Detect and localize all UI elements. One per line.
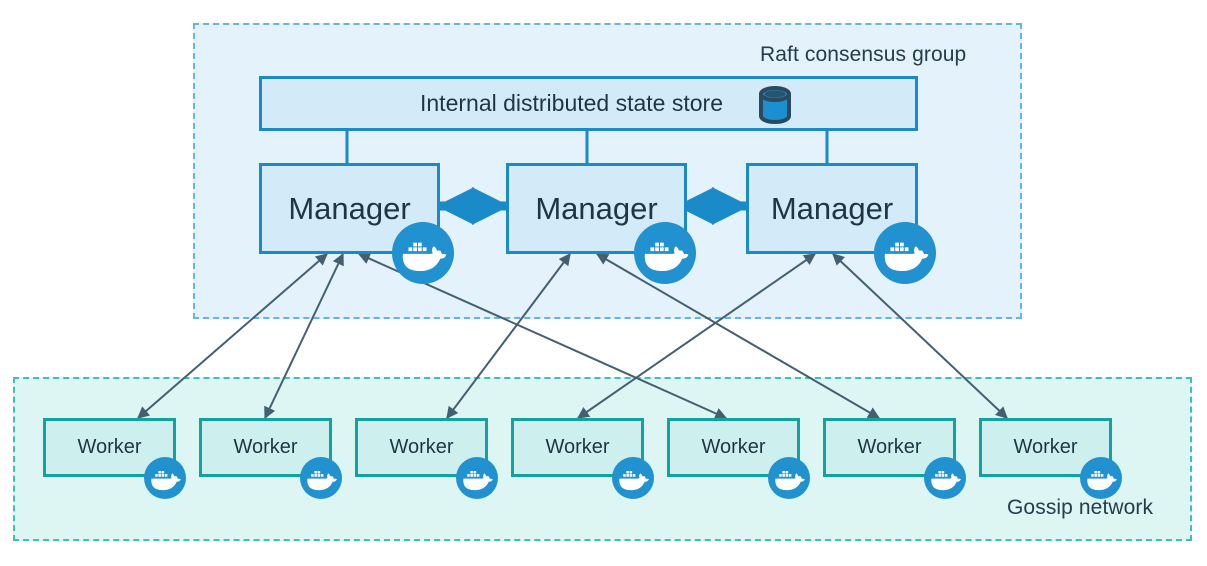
worker-node-1[interactable]: Worker [43,418,176,477]
worker-label-2: Worker [233,436,298,458]
docker-whale-icon-worker-1 [144,457,186,499]
link-manager-1-worker-2 [264,252,344,420]
manager-label-2: Manager [535,190,658,226]
manager-node-2[interactable]: Manager [506,163,687,254]
docker-whale-icon-worker-6 [924,457,966,499]
manager-worker-links [137,252,1008,420]
docker-whale-icon-worker-5 [768,457,810,499]
worker-node-7[interactable]: Worker [979,418,1112,477]
link-manager-3-worker-4 [577,253,816,419]
raft-consensus-group-label: Raft consensus group [760,43,967,66]
link-manager-3-worker-7 [832,253,1008,419]
worker-label-1: Worker [77,436,142,458]
worker-label-4: Worker [545,436,610,458]
worker-label-5: Worker [701,436,766,458]
docker-whale-icon-worker-7 [1080,457,1122,499]
docker-whale-icon-manager-3 [874,222,936,284]
docker-whale-icon-worker-2 [300,457,342,499]
worker-label-3: Worker [389,436,454,458]
worker-label-6: Worker [857,436,922,458]
database-cylinder-icon [758,86,792,124]
manager-label-3: Manager [770,190,894,226]
worker-label-7: Worker [1013,436,1078,458]
link-manager-2-worker-3 [446,253,571,419]
store-to-manager-connectors [345,131,829,163]
docker-whale-icon-manager-2 [634,222,696,284]
docker-whale-icon-worker-4 [612,457,654,499]
docker-whale-icon-worker-3 [456,457,498,499]
state-store-node[interactable]: Internal distributed state store [259,76,918,131]
state-store-label: Internal distributed state store [420,90,723,116]
docker-whale-icon-manager-1 [392,222,454,284]
link-manager-1-worker-1 [137,253,328,419]
gossip-network-label: Gossip network [1007,496,1154,519]
manager-label-1: Manager [288,190,411,226]
